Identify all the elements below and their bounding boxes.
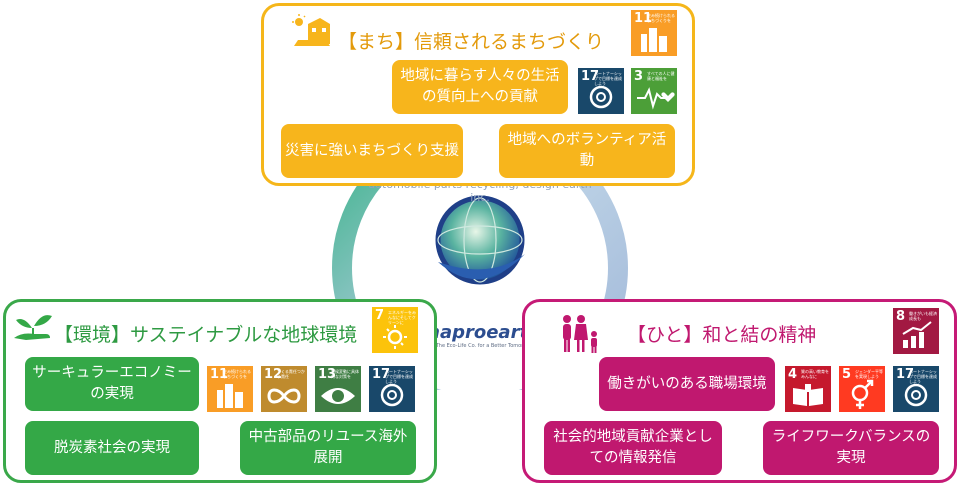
brand-logo: naproearth [427, 322, 541, 343]
sdg-7-icon: 7 エネルギーをみんなにそしてクリーンに [372, 307, 418, 353]
sdg-3-icon: 3 すべての人に健康と福祉を [631, 68, 677, 114]
sdg-17-icon: 17 パートナーシップで目標を達成しよう [369, 366, 415, 412]
sdg-4-icon: 4 質の高い教育をみんなに [785, 366, 831, 412]
outer-ring [332, 150, 628, 390]
sdg-11-icon: 11 住み続けられるまちづくりを [631, 10, 677, 56]
people-item-1: 働きがいのある職場環境 [599, 357, 775, 411]
sdg-13-icon: 13 気候変動に具体的な対策を [315, 366, 361, 412]
sprout-hand-icon [14, 315, 52, 340]
environment-item-2: 脱炭素社会の実現 [25, 421, 199, 475]
town-item-3: 地域へのボランティア活動 [499, 124, 675, 178]
environment-item-3: 中古部品のリユース海外展開 [240, 421, 416, 475]
town-title: 【まち】信頼されるまちづくり [338, 31, 605, 53]
sdg-12-icon: 12 つくる責任つかう責任 [261, 366, 307, 412]
sdg-5-icon: 5 ジェンダー平等を実現しよう [839, 366, 885, 412]
environment-title: 【環境】サステイナブルな地球環境 [54, 324, 358, 346]
people-item-2: 社会的地域貢献企業としての情報発信 [544, 421, 722, 475]
sdg-17-icon: 17 パートナーシップで目標を達成しよう [578, 68, 624, 114]
brand-tagline: The Eco-Life Co. for a Better Tomorrow [435, 343, 533, 349]
sdg-8-icon: 8 働きがいも経済成長も [893, 308, 939, 354]
town-item-2: 災害に強いまちづくり支援 [281, 124, 463, 178]
family-icon [563, 315, 597, 353]
people-item-3: ライフワークバランスの実現 [763, 421, 939, 475]
people-title: 【ひと】和と結の精神 [627, 324, 817, 346]
sdg-17-icon: 17 パートナーシップで目標を達成しよう [893, 366, 939, 412]
sdg-11-icon: 11 住み続けられるまちづくりを [207, 366, 253, 412]
town-item-1: 地域に暮らす人々の生活の質向上への貢献 [392, 60, 568, 114]
environment-item-1: サーキュラーエコノミーの実現 [25, 357, 199, 411]
town-icon [292, 14, 330, 46]
